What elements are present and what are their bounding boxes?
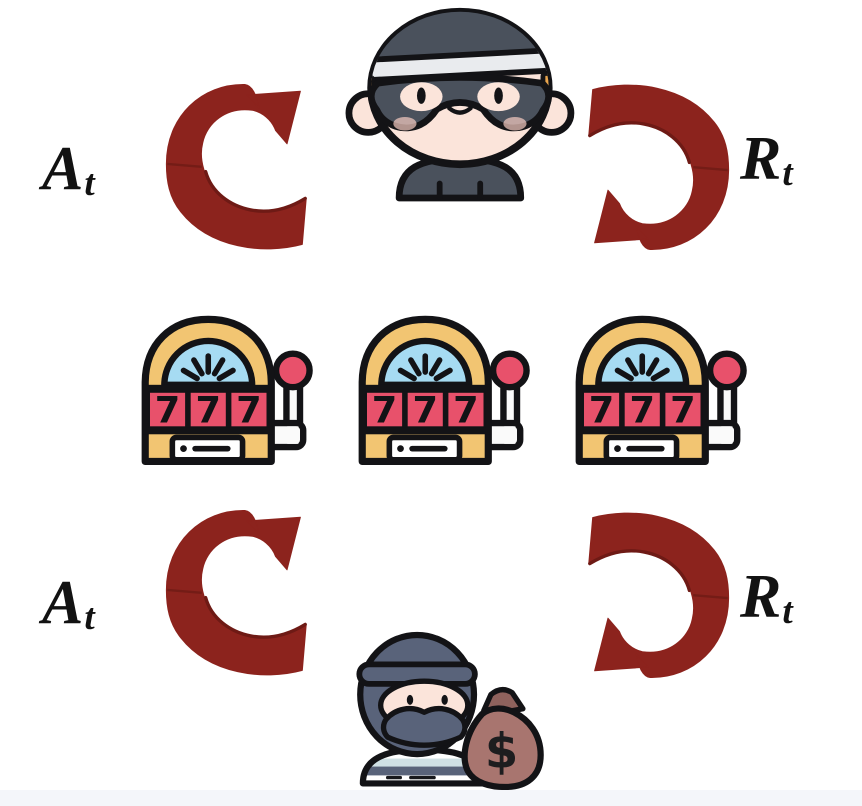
action-arrow-top-icon bbox=[164, 82, 308, 251]
reward-label-top-sub: t bbox=[782, 152, 793, 194]
reward-arrow-bottom-icon bbox=[587, 511, 731, 680]
reel-digit: 7 bbox=[372, 388, 398, 431]
agent-icon bbox=[345, 7, 575, 202]
slot-machine-icon-3: 7 7 7 bbox=[571, 313, 751, 467]
slot-machine-icon-2: 7 7 7 bbox=[354, 313, 534, 467]
reel-digit: 7 bbox=[195, 388, 221, 431]
mouth-cover bbox=[380, 705, 468, 748]
reward-label-bottom-sub: t bbox=[782, 590, 793, 632]
action-label-bottom: At bbox=[42, 572, 95, 636]
collar-lines bbox=[436, 180, 484, 200]
reward-label-bottom: Rt bbox=[740, 566, 793, 630]
reward-label-top: Rt bbox=[740, 128, 793, 192]
reward-arrow-top-icon bbox=[587, 83, 731, 252]
action-label-bottom-sub: t bbox=[84, 596, 95, 638]
reel-digit: 7 bbox=[453, 388, 479, 431]
reel-digit: 7 bbox=[155, 388, 181, 431]
reel-digit: 7 bbox=[629, 388, 655, 431]
reward-label-bottom-base: R bbox=[740, 563, 782, 631]
action-label-top: At bbox=[42, 138, 95, 202]
reel-digit: 7 bbox=[589, 388, 615, 431]
robber-with-loot-icon: $ bbox=[356, 631, 544, 791]
action-label-top-base: A bbox=[42, 135, 84, 203]
reel-digit: 7 bbox=[670, 388, 696, 431]
footer-strip bbox=[0, 790, 862, 806]
reel-digit: 7 bbox=[412, 388, 438, 431]
action-label-bottom-base: A bbox=[42, 569, 84, 637]
action-label-top-sub: t bbox=[84, 162, 95, 204]
reward-label-top-base: R bbox=[740, 125, 782, 193]
action-arrow-bottom-icon bbox=[164, 508, 308, 677]
reel-digit: 7 bbox=[236, 388, 262, 431]
slot-machine-icon-1: 7 7 7 bbox=[137, 313, 317, 467]
dollar-sign: $ bbox=[485, 723, 518, 779]
money-bag: $ bbox=[461, 687, 544, 791]
